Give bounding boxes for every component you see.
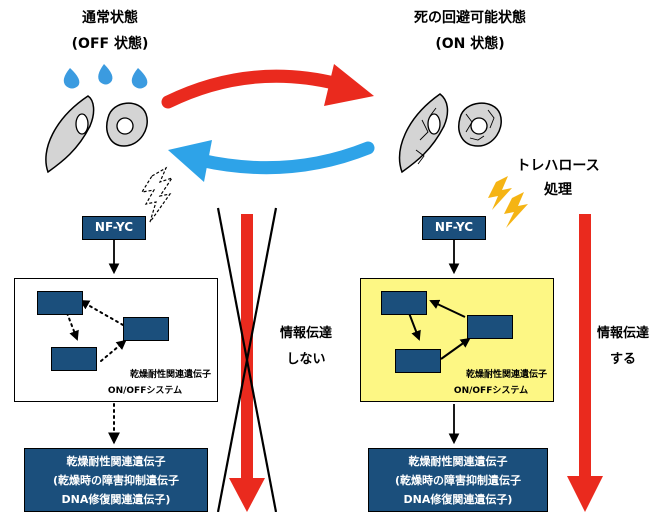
output-line: DNA修復関連遺伝子) [403, 493, 513, 506]
system-label: 乾燥耐性関連遺伝子 [129, 370, 211, 380]
system-label-2: ON/OFFシステム [453, 386, 529, 396]
gene-node [37, 291, 83, 315]
signal-arrow-blocked [229, 214, 265, 512]
output-line: (乾燥時の障害抑制遺伝子 [394, 474, 522, 487]
nfyc-box-right: NF-YC [422, 216, 486, 240]
gene-network-off [66, 300, 127, 362]
nfyc-box-left: NF-YC [82, 216, 146, 240]
signal-arrow [567, 214, 603, 512]
gene-network-on [408, 299, 471, 360]
system-label: 乾燥耐性関連遺伝子 [465, 370, 547, 380]
gene-node [395, 349, 441, 373]
gene-node [51, 347, 97, 371]
output-line: 乾燥耐性関連遺伝子 [408, 455, 508, 468]
signal-label: 情報伝達 [596, 326, 649, 341]
system-panel-on: 乾燥耐性関連遺伝子 ON/OFFシステム [360, 278, 554, 402]
left-title: 通常状態 [82, 10, 138, 26]
no-signal-label-2: しない [286, 352, 326, 367]
cell-icon [398, 93, 502, 174]
signal-label-2: する [609, 352, 636, 367]
output-box-left: 乾燥耐性関連遺伝子 (乾燥時の障害抑制遺伝子 DNA修復関連遺伝子) [24, 448, 208, 512]
output-line: (乾燥時の障害抑制遺伝子 [52, 474, 180, 487]
output-box-right: 乾燥耐性関連遺伝子 (乾燥時の障害抑制遺伝子 DNA修復関連遺伝子) [368, 448, 548, 512]
trehalose-label: トレハロース [516, 158, 600, 174]
output-line: DNA修復関連遺伝子) [61, 493, 171, 506]
system-panel-off: 乾燥耐性関連遺伝子 ON/OFFシステム [14, 278, 218, 402]
transition-arrow-blue [168, 140, 375, 182]
trehalose-label-2: 処理 [544, 182, 572, 198]
lightning-bolt-icon [140, 166, 174, 223]
right-title: 死の回避可能状態 [414, 10, 526, 26]
transition-arrow-red [161, 64, 374, 109]
water-droplet-icon [63, 64, 148, 89]
left-subtitle: (OFF 状態) [71, 36, 149, 52]
gene-node [467, 315, 513, 339]
gene-node [123, 317, 169, 341]
system-label-2: ON/OFFシステム [107, 386, 183, 396]
lightning-bolt-icon [488, 176, 528, 228]
right-subtitle: (ON 状態) [435, 36, 505, 52]
output-line: 乾燥耐性関連遺伝子 [66, 455, 166, 468]
cell-icon [45, 95, 148, 174]
no-signal-label: 情報伝達 [279, 326, 332, 341]
gene-node [381, 291, 427, 315]
cross-mark-icon [216, 207, 278, 512]
